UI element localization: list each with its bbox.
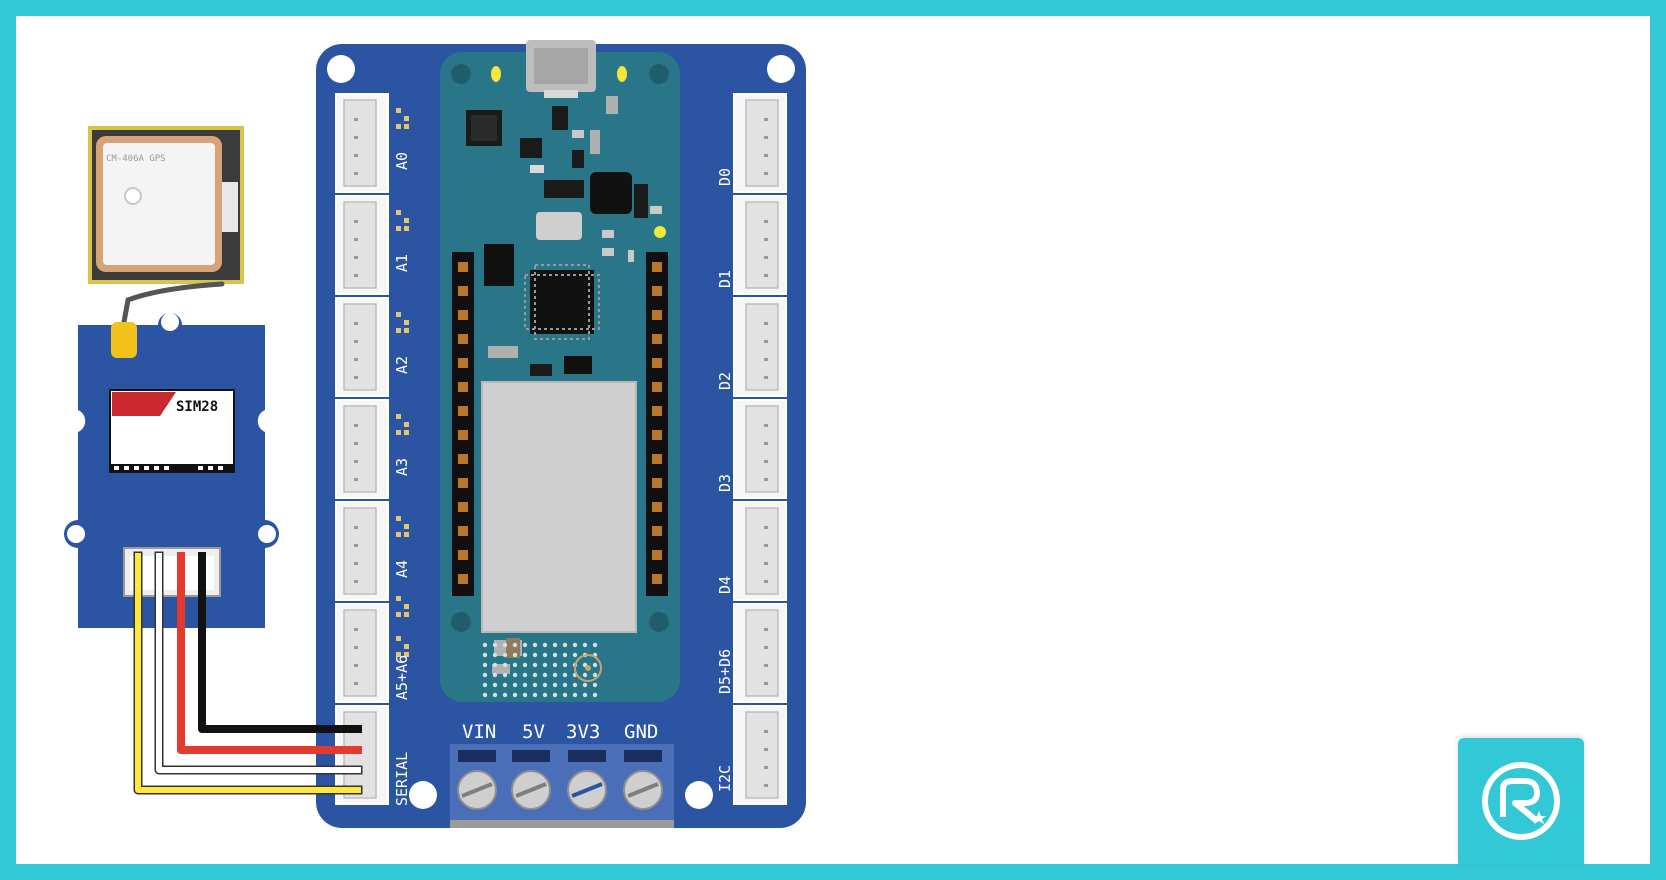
board-mount-hole	[409, 781, 437, 809]
led-indicator	[491, 66, 501, 82]
terminal-screw-gnd	[623, 770, 663, 810]
gps-module-mount-hole	[259, 413, 275, 429]
terminal-label-3v3: 3V3	[566, 721, 600, 743]
mcu-board	[440, 40, 680, 702]
gps-module-mount-hole	[161, 313, 179, 331]
gps-antenna: CM-406A GPS	[88, 126, 244, 284]
header-strip-left	[452, 252, 474, 596]
port-label-d0: D0	[716, 168, 734, 186]
radio-module	[481, 381, 637, 633]
port-i2c	[733, 705, 787, 805]
port-d2	[733, 297, 787, 397]
sim28-chip-label: SIM28	[176, 399, 218, 415]
serial-cable	[133, 551, 363, 795]
sim28-chip-stripe	[112, 392, 160, 416]
port-d0	[733, 93, 787, 193]
gps-antenna-label: CM-406A GPS	[106, 154, 166, 164]
port-a4	[335, 501, 389, 601]
port-a2	[335, 297, 389, 397]
gps-antenna-connector	[220, 182, 238, 232]
port-label-a5-a6: A5+A6	[393, 655, 411, 700]
port-label-d1: D1	[716, 270, 734, 288]
terminal-label-vin: VIN	[462, 721, 496, 743]
port-d5-d6	[733, 603, 787, 703]
led-indicator	[654, 226, 666, 238]
pad-clusters	[396, 108, 409, 657]
sim28-chip-pins	[114, 466, 223, 470]
crystal	[536, 212, 582, 240]
right-ports	[733, 93, 787, 805]
port-label-a2: A2	[393, 356, 411, 374]
port-label-d5-d6: D5+D6	[716, 649, 734, 694]
port-label-i2c: I2C	[716, 765, 734, 792]
logo-icon	[1482, 762, 1560, 840]
gps-module: SIM28	[64, 313, 279, 628]
gps-antenna-patch	[103, 143, 215, 265]
port-d4	[733, 501, 787, 601]
terminal-label-5v: 5V	[522, 721, 545, 743]
power-terminal-block: VIN 5V 3V3 GND	[450, 721, 674, 828]
led-indicator	[617, 66, 627, 82]
port-label-serial: SERIAL	[393, 752, 411, 806]
wire-black	[198, 552, 362, 733]
gps-module-mount-hole	[258, 525, 276, 543]
gps-module-ufl-connector	[111, 322, 137, 358]
left-ports	[335, 93, 389, 805]
wire-yellow	[135, 553, 361, 793]
gps-module-mount-hole	[67, 525, 85, 543]
gps-module-mount-hole	[68, 413, 84, 429]
port-label-d3: D3	[716, 474, 734, 492]
port-label-a0: A0	[393, 152, 411, 170]
port-label-a4: A4	[393, 560, 411, 578]
wire-red	[177, 552, 362, 754]
port-label-d2: D2	[716, 372, 734, 390]
antenna-cable	[121, 281, 225, 325]
terminal-screw-5v	[511, 770, 551, 810]
right-port-pin-marks	[764, 118, 768, 787]
port-label-a3: A3	[393, 458, 411, 476]
board-mount-hole	[767, 55, 795, 83]
port-d3	[733, 399, 787, 499]
terminal-label-gnd: GND	[624, 721, 658, 743]
wire-white	[156, 553, 361, 773]
board-mount-hole	[327, 55, 355, 83]
terminal-screw-3v3	[567, 770, 607, 810]
floating-action-button[interactable]	[1458, 738, 1584, 864]
port-label-d4: D4	[716, 576, 734, 594]
right-port-labels: D0 D1 D2 D3 D4 D5+D6 I2C	[716, 168, 734, 792]
pcb-antenna-pattern	[482, 642, 600, 698]
port-a0	[335, 93, 389, 193]
left-port-pin-marks	[354, 118, 358, 685]
port-a1	[335, 195, 389, 295]
terminal-screw-vin	[457, 770, 497, 810]
left-port-labels: A0 A1 A2 A3 A4 A5+A6 SERIAL	[393, 152, 411, 806]
board-mount-hole	[685, 781, 713, 809]
gps-antenna-feed-point	[124, 187, 142, 205]
voltage-regulator	[590, 172, 632, 214]
header-pins	[458, 262, 662, 584]
port-a5-a6	[335, 603, 389, 703]
header-strip-right	[646, 252, 668, 596]
terminal-labels: VIN 5V 3V3 GND	[462, 721, 658, 743]
port-a3	[335, 399, 389, 499]
port-label-a1: A1	[393, 254, 411, 272]
port-d1	[733, 195, 787, 295]
mcu-chip	[530, 270, 594, 334]
